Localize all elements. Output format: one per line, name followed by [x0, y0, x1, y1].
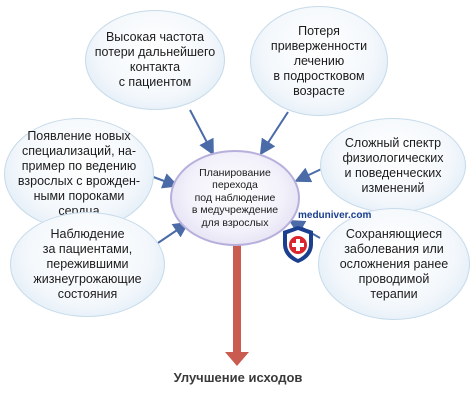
- node-persistent-diseases: Сохраняющиеся заболевания или осложнения…: [318, 208, 470, 320]
- outcome-label: Улучшение исходов: [173, 370, 303, 385]
- medical-shield-icon: [283, 226, 313, 263]
- node-new-specializations: Появление новых специализаций, на- приме…: [4, 118, 154, 230]
- node-high-loss-of-contact: Высокая частота потери дальнейшего конта…: [85, 10, 225, 110]
- node-survivors-monitoring-text: Наблюдение за пациентами, пережившими жи…: [33, 227, 142, 301]
- node-new-specializations-text: Появление новых специализаций, на- приме…: [17, 129, 141, 218]
- node-survivors-monitoring: Наблюдение за пациентами, пережившими жи…: [10, 212, 165, 317]
- node-complex-changes-text: Сложный спектр физиологических и поведен…: [342, 135, 444, 195]
- node-persistent-diseases-text: Сохраняющиеся заболевания или осложнения…: [339, 226, 449, 301]
- node-loss-of-adherence-text: Потеря приверженности лечению в подростк…: [270, 23, 368, 98]
- watermark-text: meduniver.com: [298, 210, 372, 221]
- node-loss-of-adherence: Потеря приверженности лечению в подростк…: [250, 6, 388, 116]
- outcome-arrow: [225, 242, 249, 366]
- node-high-loss-of-contact-text: Высокая частота потери дальнейшего конта…: [94, 30, 216, 89]
- arrow-from-survivors: [154, 221, 190, 246]
- node-complex-changes: Сложный спектр физиологических и поведен…: [320, 118, 466, 213]
- arrow-from-high-loss-of-contact: [189, 109, 214, 156]
- center-transition-planning: Планирование перехода под наблюдение в м…: [170, 150, 300, 246]
- center-transition-planning-text: Планирование перехода под наблюдение в м…: [191, 166, 279, 229]
- arrow-from-loss-of-adherence: [259, 111, 289, 156]
